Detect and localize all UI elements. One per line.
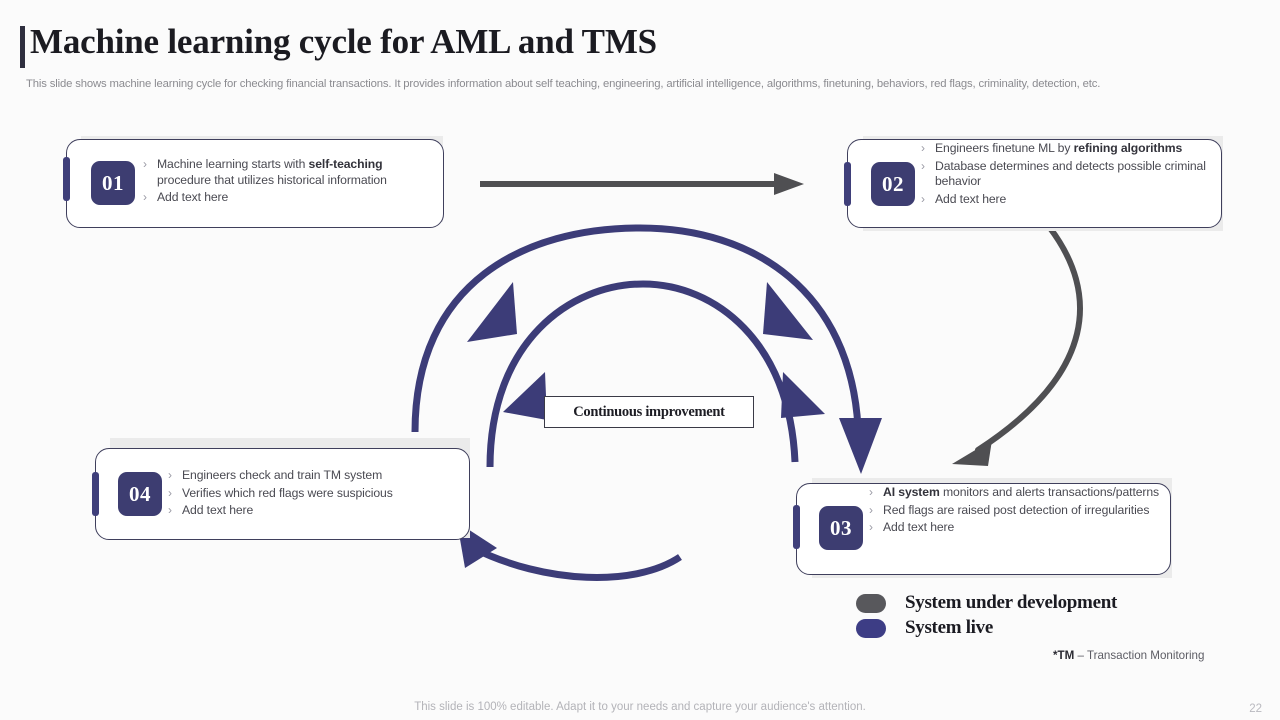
list-item: › Red flags are raised post detection of…: [869, 503, 1161, 519]
arrow-step02-to-step03-icon: [952, 225, 1083, 466]
page-subtitle: This slide shows machine learning cycle …: [26, 78, 1101, 90]
bullet-text: Database determines and detects possible…: [935, 158, 1206, 189]
chevron-right-icon: ›: [921, 141, 925, 155]
page-number: 22: [1249, 703, 1262, 715]
chevron-right-icon: ›: [168, 503, 172, 517]
chevron-right-icon: ›: [921, 158, 925, 173]
chevron-right-icon: ›: [869, 502, 873, 517]
step-card-03-tab: [793, 505, 800, 549]
legend-swatch-gray-icon: [856, 593, 886, 613]
list-item: › Add text here: [869, 520, 1161, 536]
step-card-01-tab: [63, 157, 70, 201]
cycle-arrowhead-inner-left: [503, 372, 547, 420]
step-bullets-04: › Engineers check and train TM system › …: [168, 468, 460, 521]
cycle-arrowhead-right-down: [839, 418, 882, 474]
title-accent-bar: [20, 26, 25, 68]
chevron-right-icon: ›: [869, 485, 873, 499]
chevron-right-icon: ›: [168, 485, 172, 500]
step-bullets-03: › AI system monitors and alerts transact…: [869, 485, 1161, 538]
chevron-right-icon: ›: [143, 190, 147, 204]
legend-swatch-blue-icon: [856, 618, 886, 638]
list-item: › Add text here: [921, 192, 1213, 208]
chevron-right-icon: ›: [869, 520, 873, 534]
step-card-02-tab: [844, 162, 851, 206]
cycle-arrowhead-inner-top-left: [467, 282, 517, 342]
bullet-text: Red flags are raised post detection of i…: [883, 502, 1150, 517]
step-badge-01: 01: [91, 161, 135, 205]
list-item: › AI system monitors and alerts transact…: [869, 485, 1161, 501]
list-item: › Verifies which red flags were suspicio…: [168, 486, 460, 502]
legend-label: System live: [905, 617, 993, 638]
bullet-text: Engineers check and train TM system: [182, 468, 383, 482]
arrow-step01-to-step02-icon: [480, 173, 804, 195]
bullet-text: AI system monitors and alerts transactio…: [883, 485, 1160, 499]
footer-note: This slide is 100% editable. Adapt it to…: [414, 701, 866, 713]
bullet-text: Add text here: [182, 503, 254, 517]
step-badge-02: 02: [871, 162, 915, 206]
list-item: › Database determines and detects possib…: [921, 159, 1213, 190]
list-item: › Engineers check and train TM system: [168, 468, 460, 484]
bullet-text: Engineers finetune ML by refining algori…: [935, 141, 1183, 155]
continuous-improvement-label: Continuous improvement: [544, 396, 754, 428]
cycle-arrowhead-inner-right: [781, 372, 825, 418]
legend-label: System under development: [905, 592, 1118, 613]
bullet-text: Machine learning starts with self-teachi…: [157, 157, 387, 187]
step-bullets-02: › Engineers finetune ML by refining algo…: [921, 141, 1213, 209]
bullet-text: Add text here: [935, 191, 1007, 206]
legend: System under development System live: [856, 592, 1117, 642]
legend-item-system-live: System live: [856, 617, 1117, 639]
step-card-04-tab: [92, 472, 99, 516]
bullet-text: Add text here: [883, 520, 955, 534]
step-badge-04: 04: [118, 472, 162, 516]
chevron-right-icon: ›: [921, 191, 925, 206]
step-bullets-01: › Machine learning starts with self-teac…: [143, 157, 431, 208]
tm-footnote: *TM – Transaction Monitoring: [1053, 649, 1205, 662]
list-item: › Machine learning starts with self-teac…: [143, 157, 431, 188]
bullet-text: Verifies which red flags were suspicious: [182, 485, 393, 500]
chevron-right-icon: ›: [143, 157, 147, 171]
bullet-text: Add text here: [157, 190, 229, 204]
list-item: › Add text here: [143, 190, 431, 206]
page-title: Machine learning cycle for AML and TMS: [30, 22, 657, 61]
chevron-right-icon: ›: [168, 468, 172, 482]
legend-item-system-under-development: System under development: [856, 592, 1117, 614]
list-item: › Add text here: [168, 503, 460, 519]
list-item: › Engineers finetune ML by refining algo…: [921, 141, 1213, 157]
cycle-arrowhead-inner-top-right: [763, 282, 813, 340]
step-badge-03: 03: [819, 506, 863, 550]
